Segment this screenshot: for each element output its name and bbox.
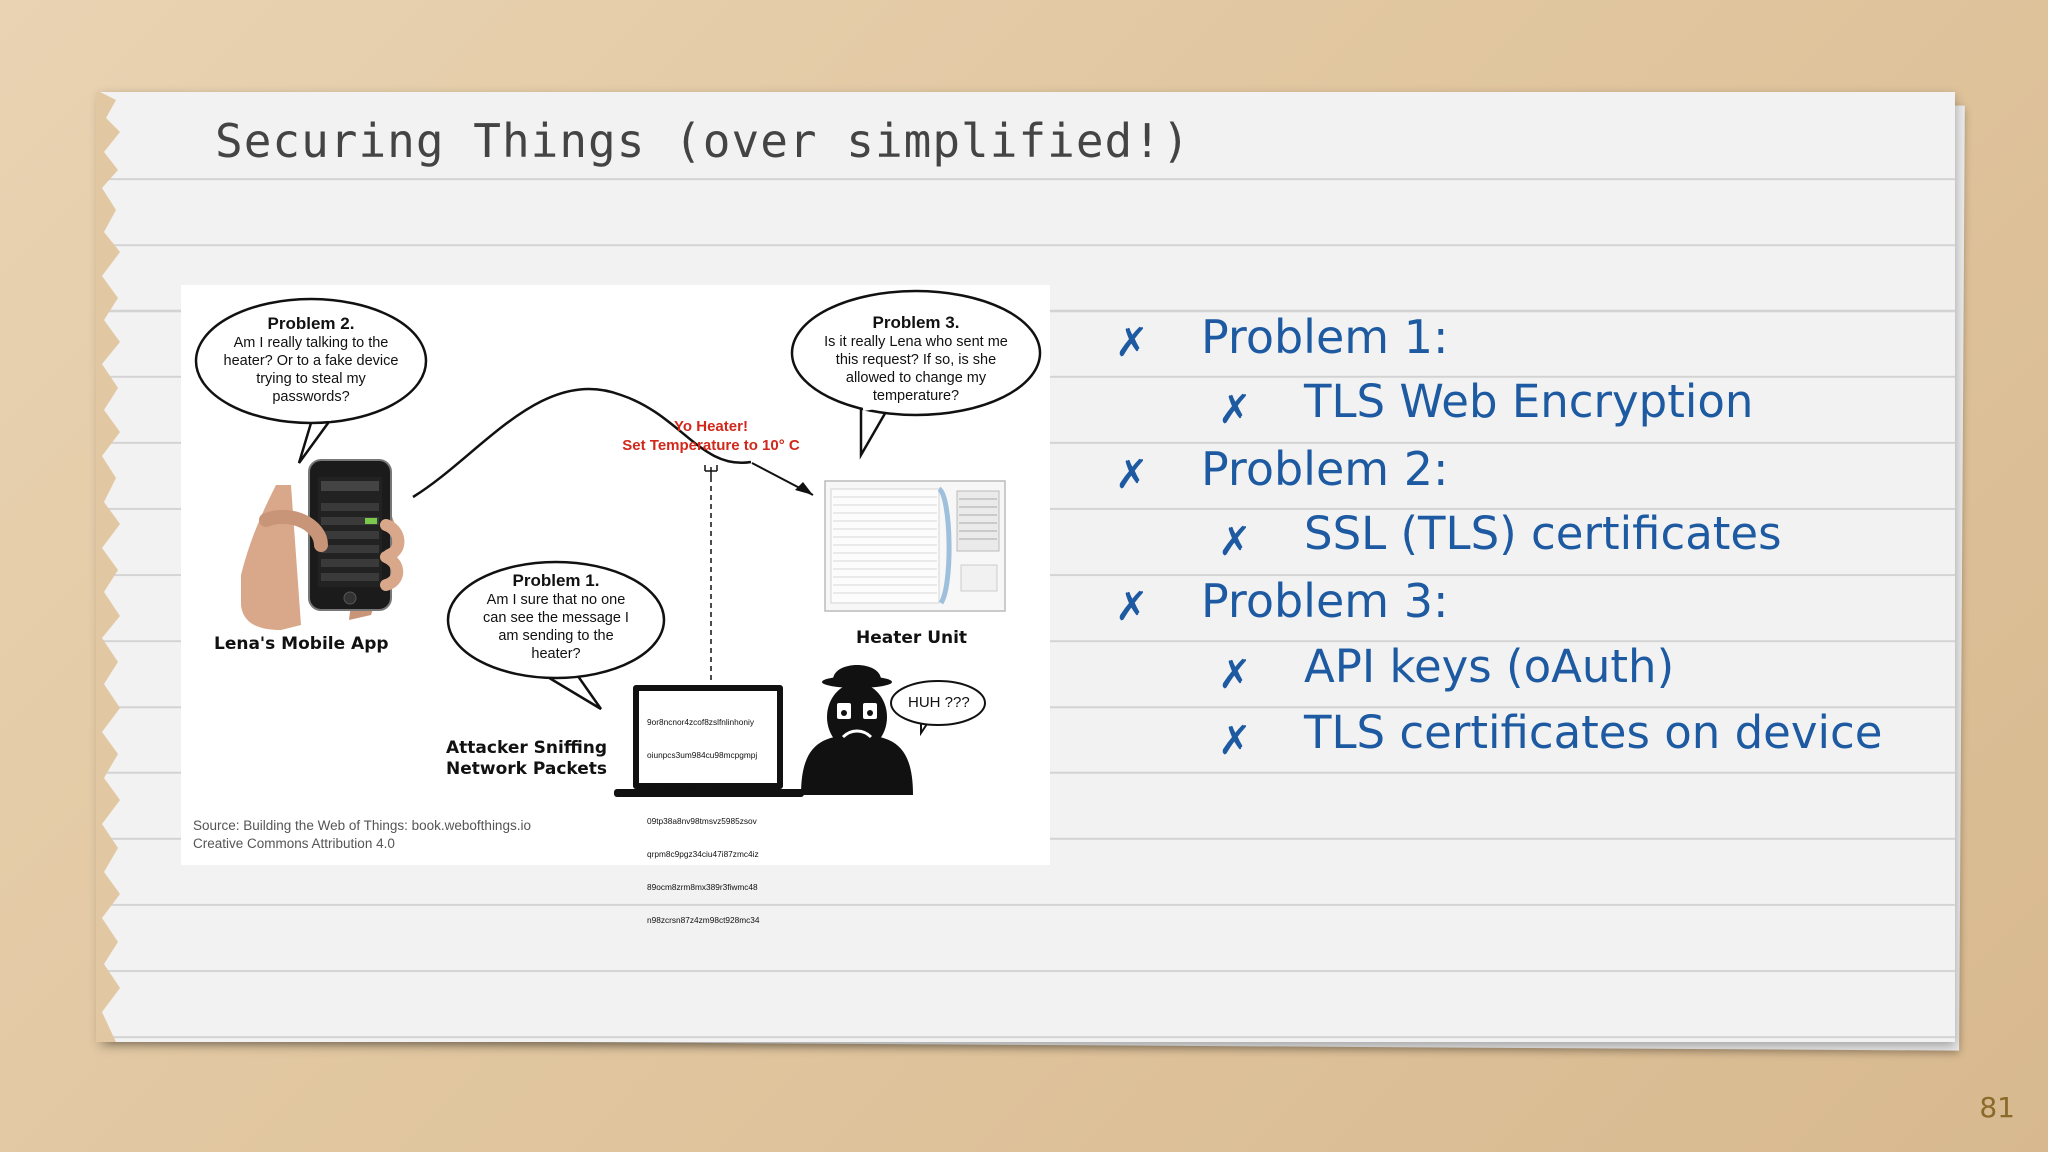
problem-3-line: temperature?: [872, 388, 960, 404]
slide-title: Securing Things (over simplified!): [215, 114, 1191, 168]
cross-mark-icon: ✗: [1115, 452, 1149, 498]
label-mobile-app: Lena's Mobile App: [214, 634, 389, 654]
attacker-image: [801, 665, 913, 795]
source-credit: Source: Building the Web of Things: book…: [193, 817, 531, 853]
bullet-text: Problem 2:: [1201, 442, 1449, 496]
cross-mark-icon: ✗: [1115, 584, 1149, 630]
problem-3-line: allowed to change my: [845, 370, 987, 386]
problem-3-line: Is it really Lena who sent me: [824, 334, 1008, 350]
cross-mark-icon: ✗: [1218, 652, 1252, 698]
page-number: 81: [1979, 1091, 2015, 1124]
mobile-phone-image: [241, 459, 405, 630]
problem-1-line: Am I sure that no one: [486, 592, 626, 608]
problem-1-line: heater?: [531, 646, 581, 662]
problem-2-heading: Problem 2.: [267, 314, 355, 333]
diagram-art: [194, 289, 1042, 797]
bullet-text: Problem 1:: [1201, 310, 1449, 364]
heater-command-text: Yo Heater! Set Temperature to 10° C: [611, 417, 811, 455]
problem-2-text: Problem 2. Am I really talking to the he…: [206, 314, 416, 406]
wot-diagram: Problem 2. Am I really talking to the he…: [181, 285, 1050, 925]
ciphertext-line: n98zcrsn87z4zm98ct928mc34: [647, 915, 760, 925]
laptop-image: [614, 685, 804, 797]
label-attacker: Attacker Sniffing Network Packets: [446, 738, 607, 780]
cross-mark-icon: ✗: [1218, 519, 1252, 565]
ciphertext-line: 89ocm8zrm8mx389r3fiwmc48: [647, 882, 758, 892]
speech-bubble-problem-3: [790, 289, 1042, 460]
message-line: Set Temperature to 10° C: [622, 437, 800, 454]
source-line: Source: Building the Web of Things: book…: [193, 818, 531, 833]
bullet-text: SSL (TLS) certificates: [1304, 507, 1782, 560]
bullet-text: TLS Web Encryption: [1304, 375, 1754, 428]
bullet-text: Problem 3:: [1201, 574, 1449, 628]
problem-1-heading: Problem 1.: [512, 571, 600, 590]
ciphertext-line: qrpm8c9pgz34ciu47i87zmc4iz: [647, 849, 759, 859]
ciphertext-line: macu89znc89tzc9ou89p4cyuk: [647, 783, 759, 793]
torn-edge: [96, 92, 120, 1042]
problem-2-line: Am I really talking to the: [233, 335, 389, 351]
ciphertext: 9or8ncnor4zcof8zslfnlinhoniy oiunpcs3um9…: [647, 695, 760, 948]
cross-mark-icon: ✗: [1218, 387, 1252, 433]
speech-bubble-huh: [890, 680, 986, 737]
cross-mark-icon: ✗: [1115, 320, 1149, 366]
problem-1-line: can see the message I: [483, 610, 629, 626]
problem-3-text: Problem 3. Is it really Lena who sent me…: [801, 313, 1031, 405]
sniff-antenna: [704, 465, 718, 683]
speech-bubble-problem-2: [194, 297, 428, 464]
problem-2-line: passwords?: [272, 389, 350, 405]
heater-unit-image: [824, 480, 1006, 612]
paper-sheet: Securing Things (over simplified!): [96, 92, 1955, 1042]
problem-1-text: Problem 1. Am I sure that no one can see…: [456, 571, 656, 663]
ciphertext-line: 09tp38a8nv98tmsvz5985zsov: [647, 816, 757, 826]
speech-bubble-problem-1: [446, 560, 666, 711]
huh-text: HUH ???: [908, 694, 970, 711]
attacker-label-line: Network Packets: [446, 759, 608, 779]
bullet-text: API keys (oAuth): [1304, 640, 1675, 693]
bullet-text: TLS certificates on device: [1304, 706, 1883, 759]
attacker-label-line: Attacker Sniffing: [446, 738, 608, 758]
problem-2-line: trying to steal my: [256, 371, 366, 387]
message-line: Yo Heater!: [674, 418, 748, 435]
cross-mark-icon: ✗: [1218, 718, 1252, 764]
ciphertext-line: 9or8ncnor4zcof8zslfnlinhoniy: [647, 717, 755, 727]
problem-2-line: heater? Or to a fake device: [223, 353, 399, 369]
problem-3-line: this request? If so, is she: [835, 352, 997, 368]
message-path: [412, 387, 752, 499]
ciphertext-line: oiunpcs3um984cu98mcpgmpj: [647, 750, 758, 760]
source-line: Creative Commons Attribution 4.0: [193, 836, 395, 851]
label-heater-unit: Heater Unit: [856, 628, 968, 648]
problem-1-line: am sending to the: [498, 628, 614, 644]
problem-3-heading: Problem 3.: [872, 313, 960, 332]
